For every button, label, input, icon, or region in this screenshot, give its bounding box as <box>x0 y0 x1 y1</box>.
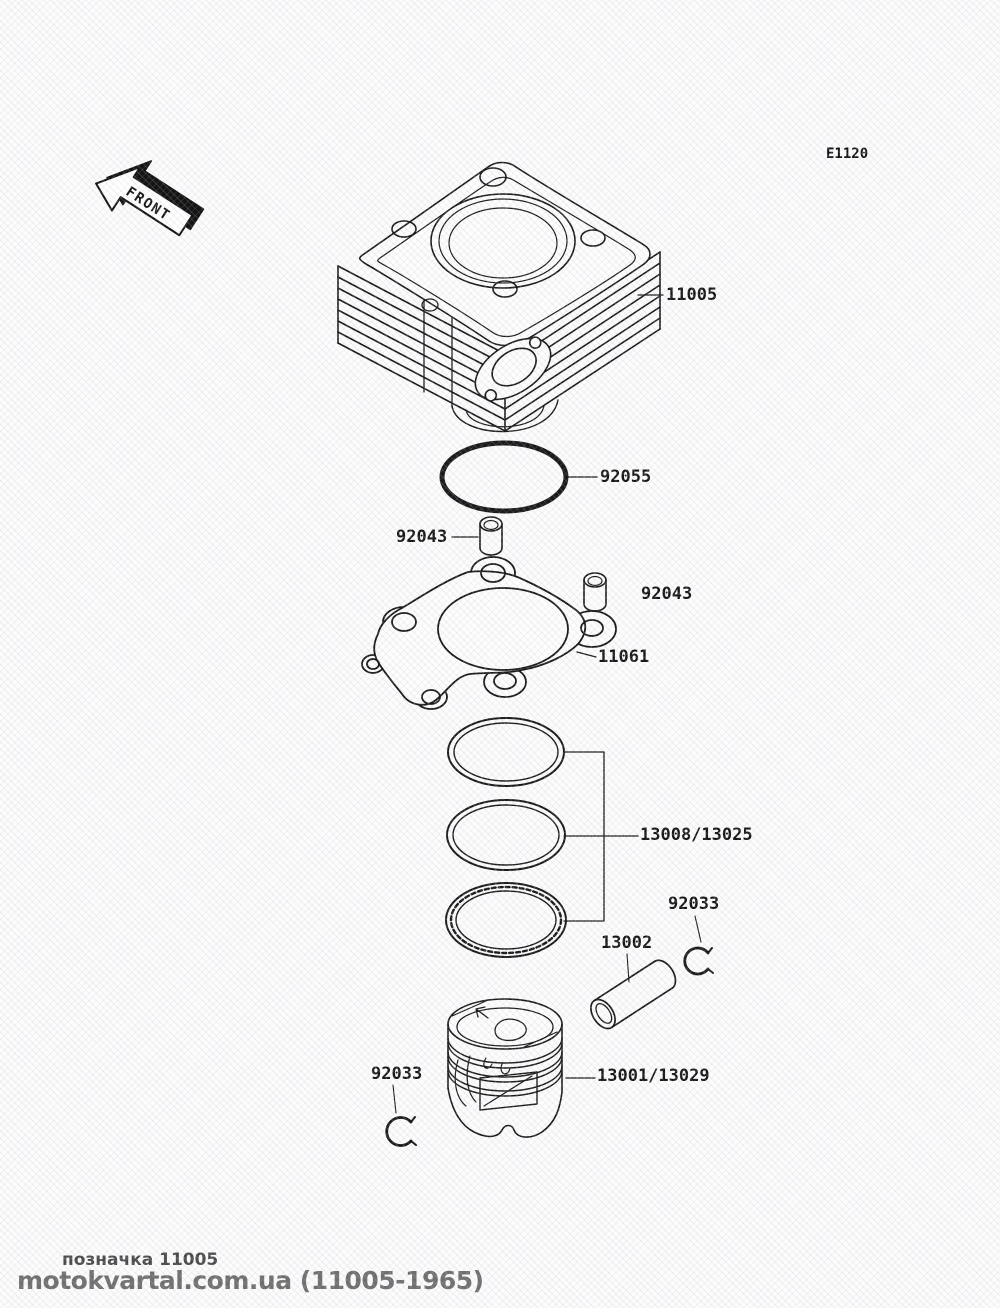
part-label-piston-ring-set: 13008/13025 <box>640 825 753 845</box>
piston-drawing <box>447 998 563 1138</box>
part-label-dowel-pin-left: 92043 <box>396 527 448 547</box>
diagram-code: E1120 <box>826 146 869 162</box>
part-label-circlip-lower: 92033 <box>371 1064 423 1084</box>
leader-lines <box>392 294 702 1114</box>
part-label-cylinder: 11005 <box>666 285 718 305</box>
circlip-upper-drawing <box>683 946 714 976</box>
part-label-circlip-upper: 92033 <box>668 894 720 914</box>
part-label-o-ring: 92055 <box>600 467 652 487</box>
front-arrow-icon: FRONT <box>95 160 205 237</box>
gasket-drawing <box>361 556 617 710</box>
o-ring-drawing <box>439 440 569 514</box>
part-label-piston-pin: 13002 <box>601 933 653 953</box>
circlip-lower-drawing <box>385 1116 417 1147</box>
part-label-gasket: 11061 <box>598 647 650 667</box>
piston-ring-set-drawing <box>445 717 567 958</box>
cylinder-drawing <box>337 161 661 433</box>
piston-pin-drawing <box>590 959 677 1030</box>
watermark-note: позначка 11005 <box>62 1250 219 1270</box>
part-label-dowel-pin-right: 92043 <box>641 584 693 604</box>
dowel-pin-left-drawing <box>479 516 503 568</box>
part-label-piston: 13001/13029 <box>597 1066 710 1086</box>
watermark-site: motokvartal.com.ua (11005-1965) <box>17 1266 484 1295</box>
